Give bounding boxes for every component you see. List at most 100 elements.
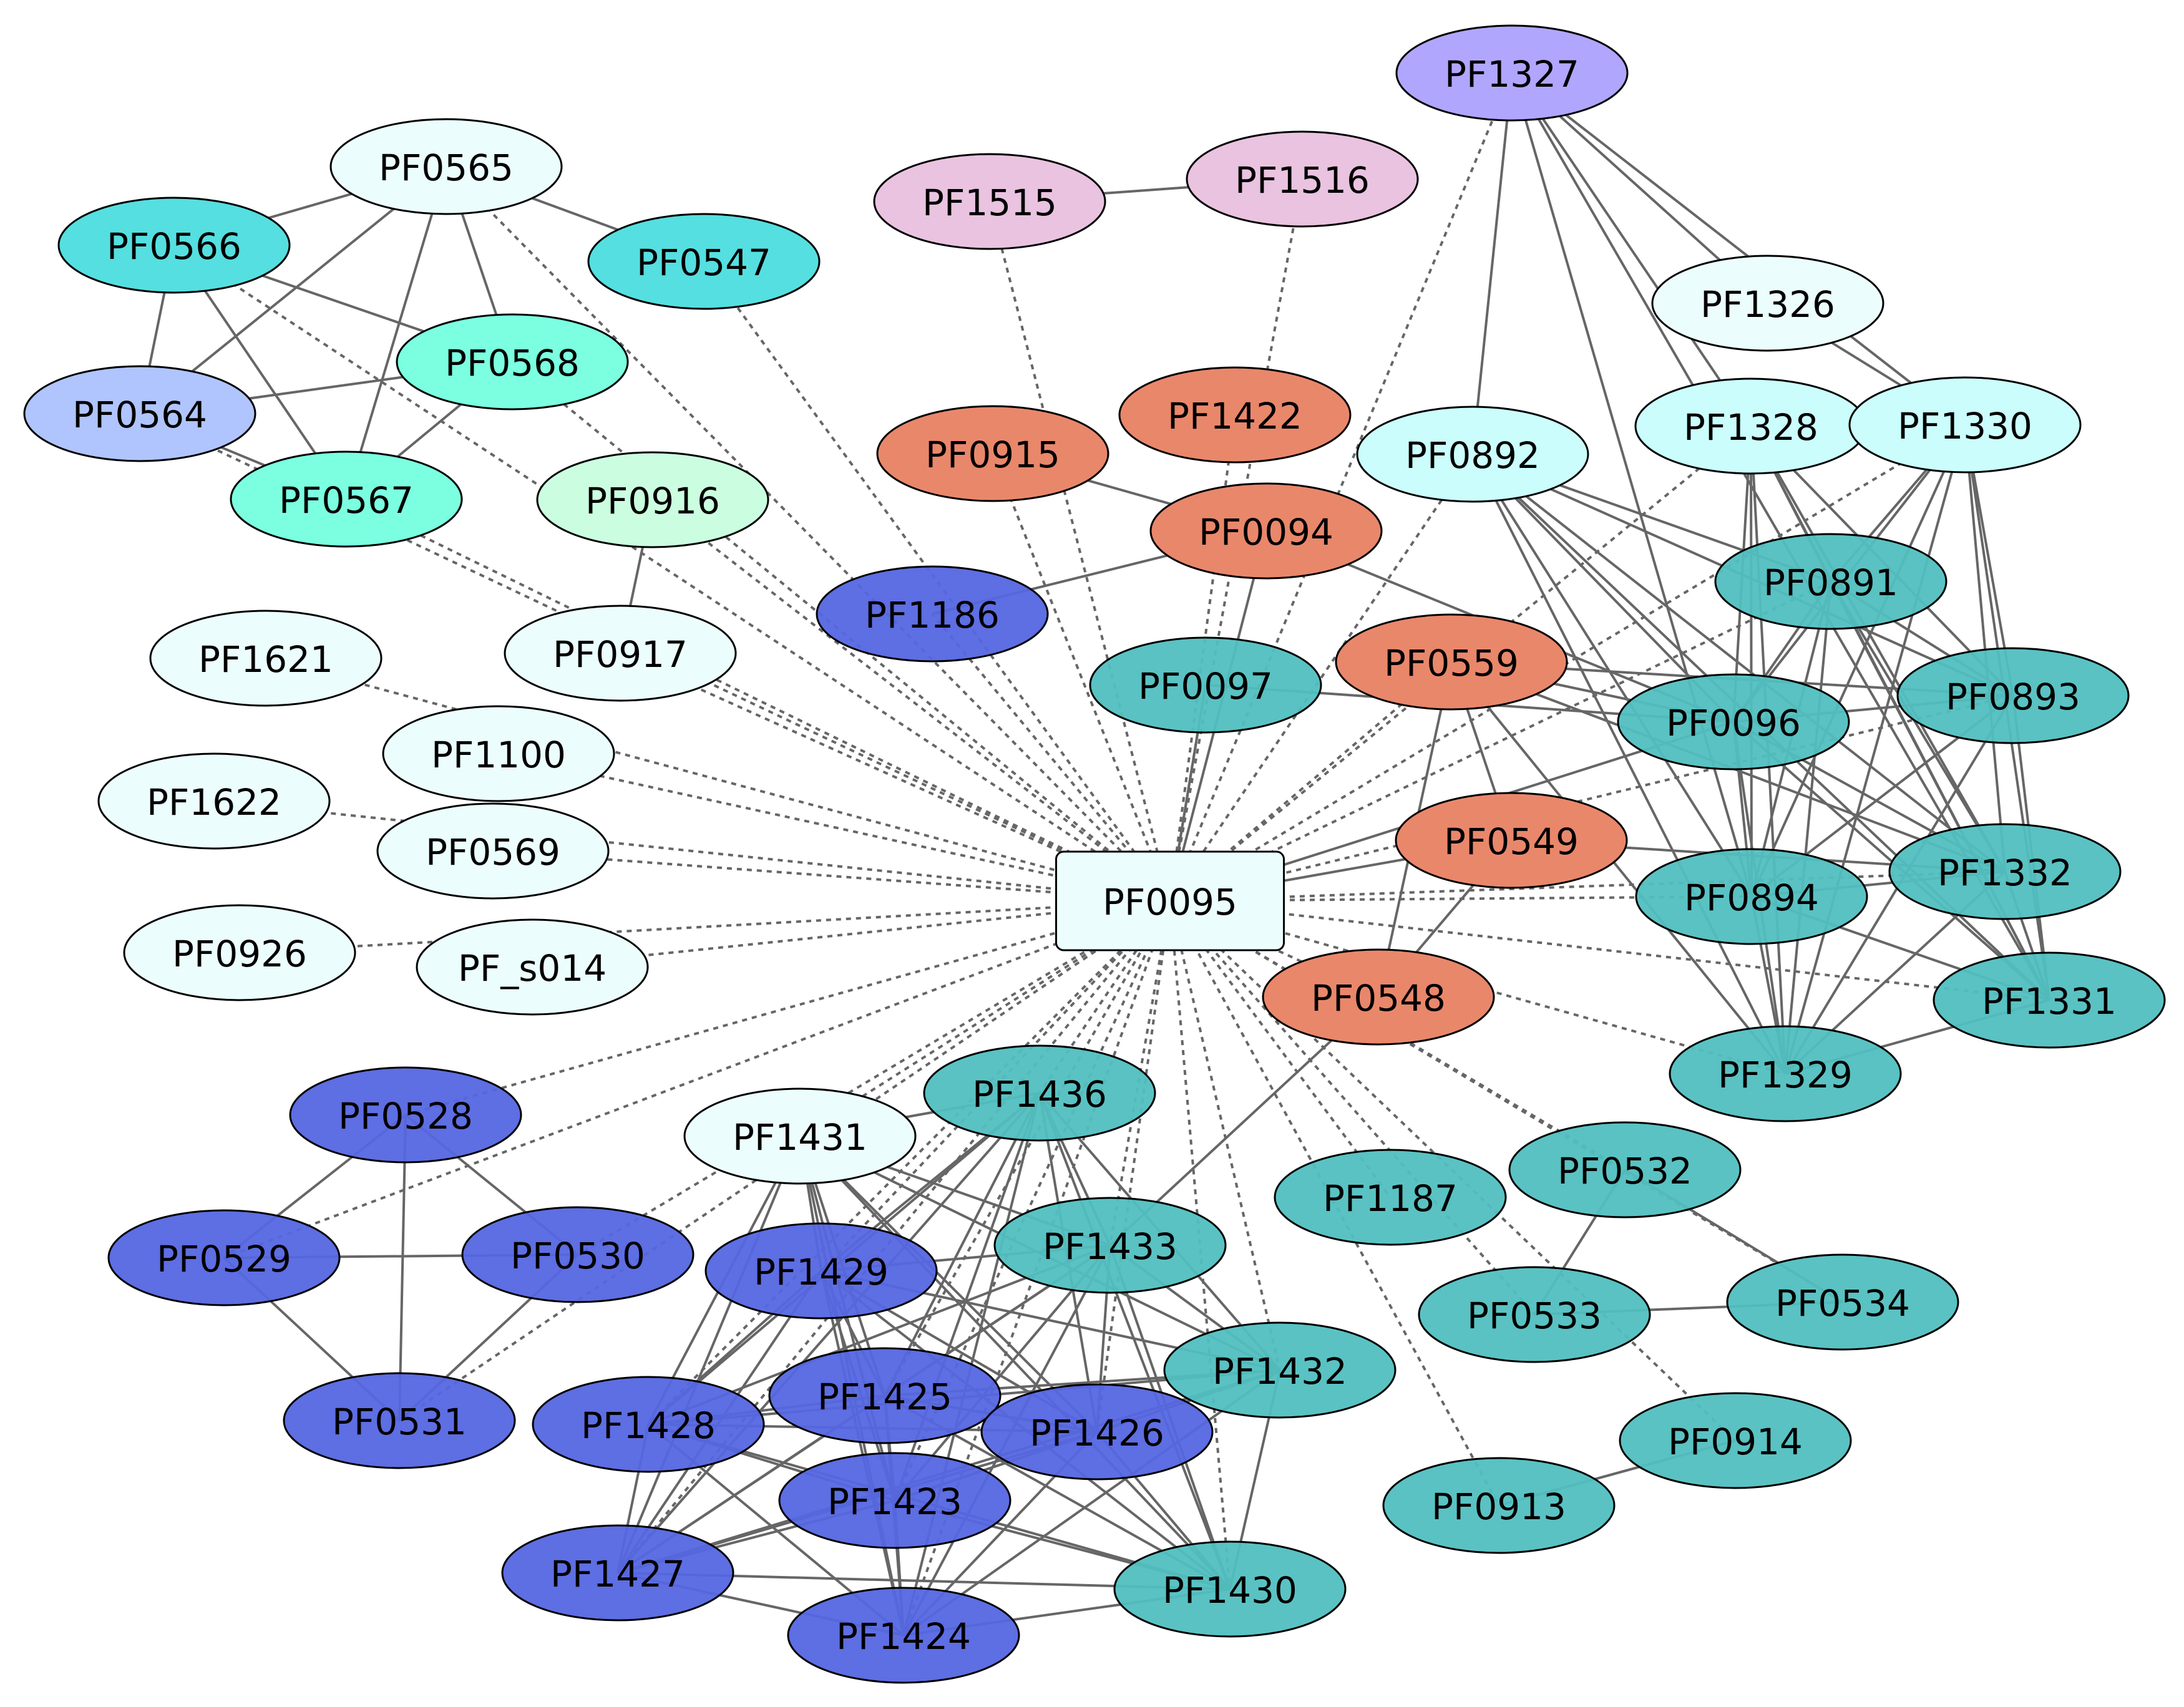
node-pf1433[interactable]: PF1433 [993,1197,1227,1294]
node-label: PF1187 [1323,1177,1458,1220]
node-pf0094[interactable]: PF0094 [1149,482,1383,580]
node-pf0528[interactable]: PF0528 [289,1066,522,1164]
node-label: PF0913 [1431,1486,1566,1528]
node-pf1332[interactable]: PF1332 [1888,823,2122,920]
node-label: PF1432 [1212,1350,1347,1393]
edge-PF1436-PF1427 [617,1092,1041,1574]
node-label: PF0568 [445,342,580,384]
node-pf0529[interactable]: PF0529 [107,1209,341,1306]
node-shape-pf0893 [1896,647,2130,744]
node-pf0568[interactable]: PF0568 [396,313,629,411]
node-pf1516[interactable]: PF1516 [1186,130,1419,228]
node-pf0097[interactable]: PF0097 [1089,636,1322,734]
node-pf1436[interactable]: PF1436 [923,1044,1156,1142]
node-shape-pf1425 [768,1347,1002,1444]
node-shape-pf0095 [1055,850,1285,951]
node-label: PF0917 [553,633,688,676]
edge-PF1327-PF1328 [1511,72,1752,427]
dashed-edge-PF0095-PF1433 [1109,900,1171,1246]
node-pf1429[interactable]: PF1429 [704,1222,938,1320]
node-pf1100[interactable]: PF1100 [382,705,615,802]
dashed-edge-PF0095-PF0915 [992,453,1171,902]
node-shape-pf1515 [873,153,1106,250]
node-pf0915[interactable]: PF0915 [876,405,1109,502]
node-label: PF0528 [338,1095,473,1137]
node-pf0095[interactable]: PF0095 [1055,850,1285,951]
node-label: PF1186 [865,594,1000,636]
dashed-edge-PF0095-PF0916 [651,498,1171,902]
node-pf0891[interactable]: PF0891 [1714,533,1948,630]
node-pf0547[interactable]: PF0547 [587,213,821,310]
node-pf1424[interactable]: PF1424 [787,1587,1020,1684]
node-shape-pf0568 [396,313,629,411]
node-pf1326[interactable]: PF1326 [1651,255,1884,352]
edge-PF1328-PF1332 [1750,426,2006,872]
node-pf1621[interactable]: PF1621 [149,610,383,707]
node-pf0096[interactable]: PF0096 [1617,673,1850,771]
node-shape-pf0532 [1508,1121,1742,1218]
node-pf0892[interactable]: PF0892 [1356,406,1589,503]
node-shape-pf0094 [1149,482,1383,580]
node-shape-pf1327 [1395,24,1629,122]
node-pf1328[interactable]: PF1328 [1634,377,1868,475]
node-pf0530[interactable]: PF0530 [461,1206,695,1303]
node-pf0566[interactable]: PF0566 [57,197,291,294]
node-label: PF0915 [925,434,1060,476]
node-pf0534[interactable]: PF0534 [1726,1253,1959,1351]
node-pf1327[interactable]: PF1327 [1395,24,1629,122]
node-pf1425[interactable]: PF1425 [768,1347,1002,1444]
node-pf1431[interactable]: PF1431 [683,1087,917,1185]
node-pf1428[interactable]: PF1428 [532,1376,765,1473]
node-pf0531[interactable]: PF0531 [283,1372,516,1469]
node-shape-pf1426 [980,1383,1214,1481]
node-label: PF1622 [147,781,281,824]
node-pf1423[interactable]: PF1423 [778,1452,1012,1549]
node-pf0569[interactable]: PF0569 [376,802,610,900]
node-pf1186[interactable]: PF1186 [816,565,1049,663]
node-pf0564[interactable]: PF0564 [23,365,256,462]
node-pf1422[interactable]: PF1422 [1118,366,1352,464]
node-pf0549[interactable]: PF0549 [1395,792,1628,889]
node-pf0926[interactable]: PF0926 [123,904,356,1001]
node-label: PF0893 [1946,676,2080,718]
node-pf0893[interactable]: PF0893 [1896,647,2130,744]
node-pf1427[interactable]: PF1427 [501,1524,734,1622]
dashed-edge-PF0095-PF1331 [1169,900,2050,1001]
dashed-edge-PF0095-PF0892 [1169,453,1474,902]
node-pf1622[interactable]: PF1622 [97,752,331,850]
node-label: PF0892 [1405,434,1540,477]
node-pf1515[interactable]: PF1515 [873,153,1106,250]
node-pf1430[interactable]: PF1430 [1113,1540,1347,1638]
node-pf0894[interactable]: PF0894 [1635,848,1868,945]
node-pf_s014[interactable]: PF_s014 [416,918,649,1016]
node-pf0533[interactable]: PF0533 [1418,1266,1651,1363]
node-label: PF0094 [1199,511,1333,553]
node-pf1187[interactable]: PF1187 [1274,1149,1507,1246]
edge-PF0528-PF0531 [398,1114,407,1421]
node-pf0567[interactable]: PF0567 [230,450,463,548]
node-label: PF1516 [1235,159,1370,202]
node-pf1329[interactable]: PF1329 [1669,1025,1902,1122]
node-pf0916[interactable]: PF0916 [536,451,769,548]
node-pf0565[interactable]: PF0565 [329,118,563,215]
node-label: PF0549 [1444,820,1579,863]
node-label: PF1429 [754,1251,889,1293]
node-pf0917[interactable]: PF0917 [504,605,737,702]
node-pf0913[interactable]: PF0913 [1382,1457,1616,1554]
node-pf1426[interactable]: PF1426 [980,1383,1214,1481]
node-label: PF1326 [1700,283,1835,326]
node-pf0559[interactable]: PF0559 [1335,613,1568,711]
node-pf0532[interactable]: PF0532 [1508,1121,1742,1218]
node-pf1330[interactable]: PF1330 [1848,376,2082,474]
node-label: PF_s014 [458,947,607,990]
node-shape-pf1621 [149,610,383,707]
node-label: PF1329 [1718,1054,1853,1096]
node-shape-pf1187 [1274,1149,1507,1246]
node-pf0914[interactable]: PF0914 [1619,1392,1852,1489]
node-pf1331[interactable]: PF1331 [1933,951,2166,1049]
node-shape-pf1428 [532,1376,765,1473]
node-pf0548[interactable]: PF0548 [1262,948,1495,1046]
dashed-edge-PF0095-PF0567 [346,498,1171,902]
node-pf1432[interactable]: PF1432 [1163,1321,1397,1419]
node-shape-pf0569 [376,802,610,900]
